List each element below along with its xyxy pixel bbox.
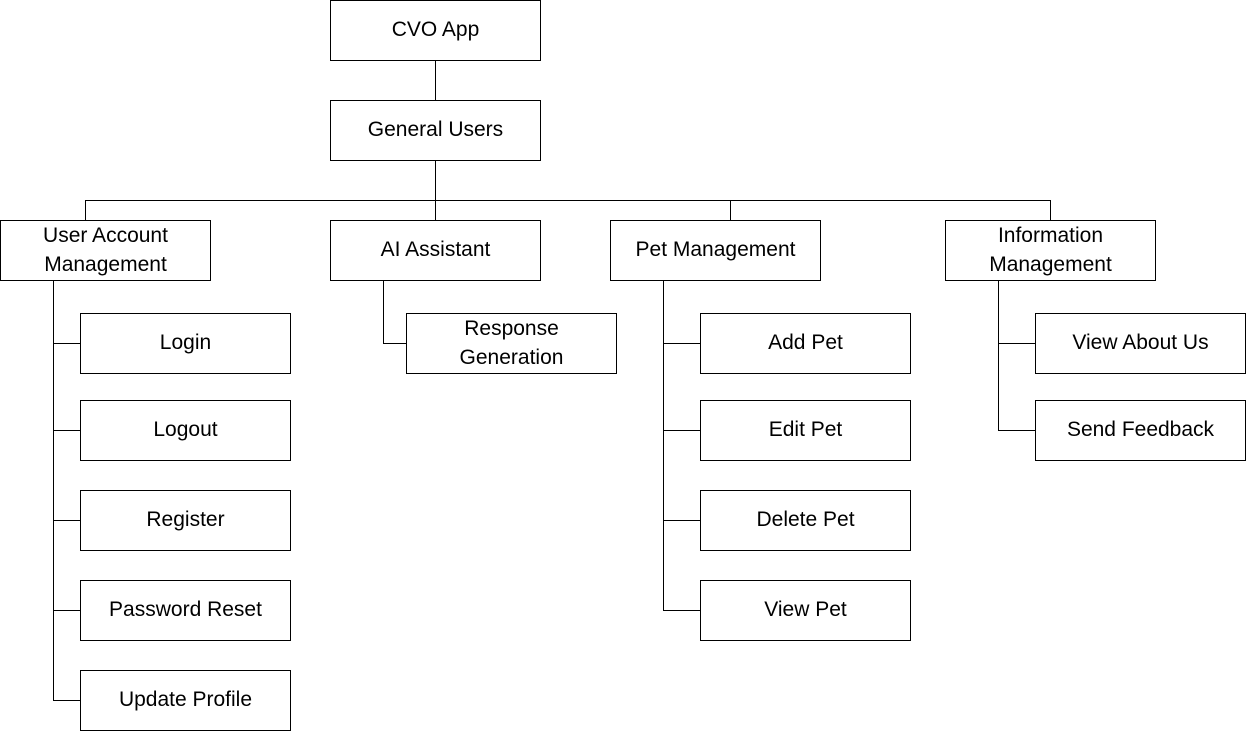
connector-to-view-about-us	[998, 343, 1035, 344]
connector-bus-to-ai-assistant	[435, 200, 436, 220]
connector-pet-management-spine	[663, 280, 664, 610]
connector-users-to-bus	[435, 160, 436, 200]
function-node-view-pet: View Pet	[700, 580, 911, 641]
node-general-users: General Users	[330, 100, 541, 161]
connector-to-update-profile	[53, 700, 80, 701]
module-node-pet-management: Pet Management	[610, 220, 821, 281]
connector-bus-to-information	[1050, 200, 1051, 220]
connector-bus-to-user-account	[85, 200, 86, 220]
connector-bus-to-pet-management	[730, 200, 731, 220]
connector-to-add-pet	[663, 343, 700, 344]
connector-module-bus	[85, 200, 1051, 201]
function-node-register: Register	[80, 490, 291, 551]
function-node-delete-pet: Delete Pet	[700, 490, 911, 551]
function-node-update-profile: Update Profile	[80, 670, 291, 731]
connector-information-spine	[998, 280, 999, 430]
connector-to-delete-pet	[663, 520, 700, 521]
function-node-send-feedback: Send Feedback	[1035, 400, 1246, 461]
module-node-user-account-management: User Account Management	[0, 220, 211, 281]
module-node-information-management: Information Management	[945, 220, 1156, 281]
connector-to-logout	[53, 430, 80, 431]
connector-to-password-reset	[53, 610, 80, 611]
function-node-view-about-us: View About Us	[1035, 313, 1246, 374]
connector-to-login	[53, 343, 80, 344]
module-node-ai-assistant: AI Assistant	[330, 220, 541, 281]
function-node-response-generation: Response Generation	[406, 313, 617, 374]
connector-root-to-users	[435, 60, 436, 100]
connector-ai-assistant-spine	[383, 280, 384, 343]
function-node-password-reset: Password Reset	[80, 580, 291, 641]
function-node-add-pet: Add Pet	[700, 313, 911, 374]
function-node-login: Login	[80, 313, 291, 374]
connector-user-account-spine	[53, 280, 54, 700]
connector-to-send-feedback	[998, 430, 1035, 431]
connector-to-edit-pet	[663, 430, 700, 431]
function-node-edit-pet: Edit Pet	[700, 400, 911, 461]
function-node-logout: Logout	[80, 400, 291, 461]
connector-to-view-pet	[663, 610, 700, 611]
connector-to-response-generation	[383, 343, 406, 344]
connector-to-register	[53, 520, 80, 521]
root-node-cvo-app: CVO App	[330, 0, 541, 61]
